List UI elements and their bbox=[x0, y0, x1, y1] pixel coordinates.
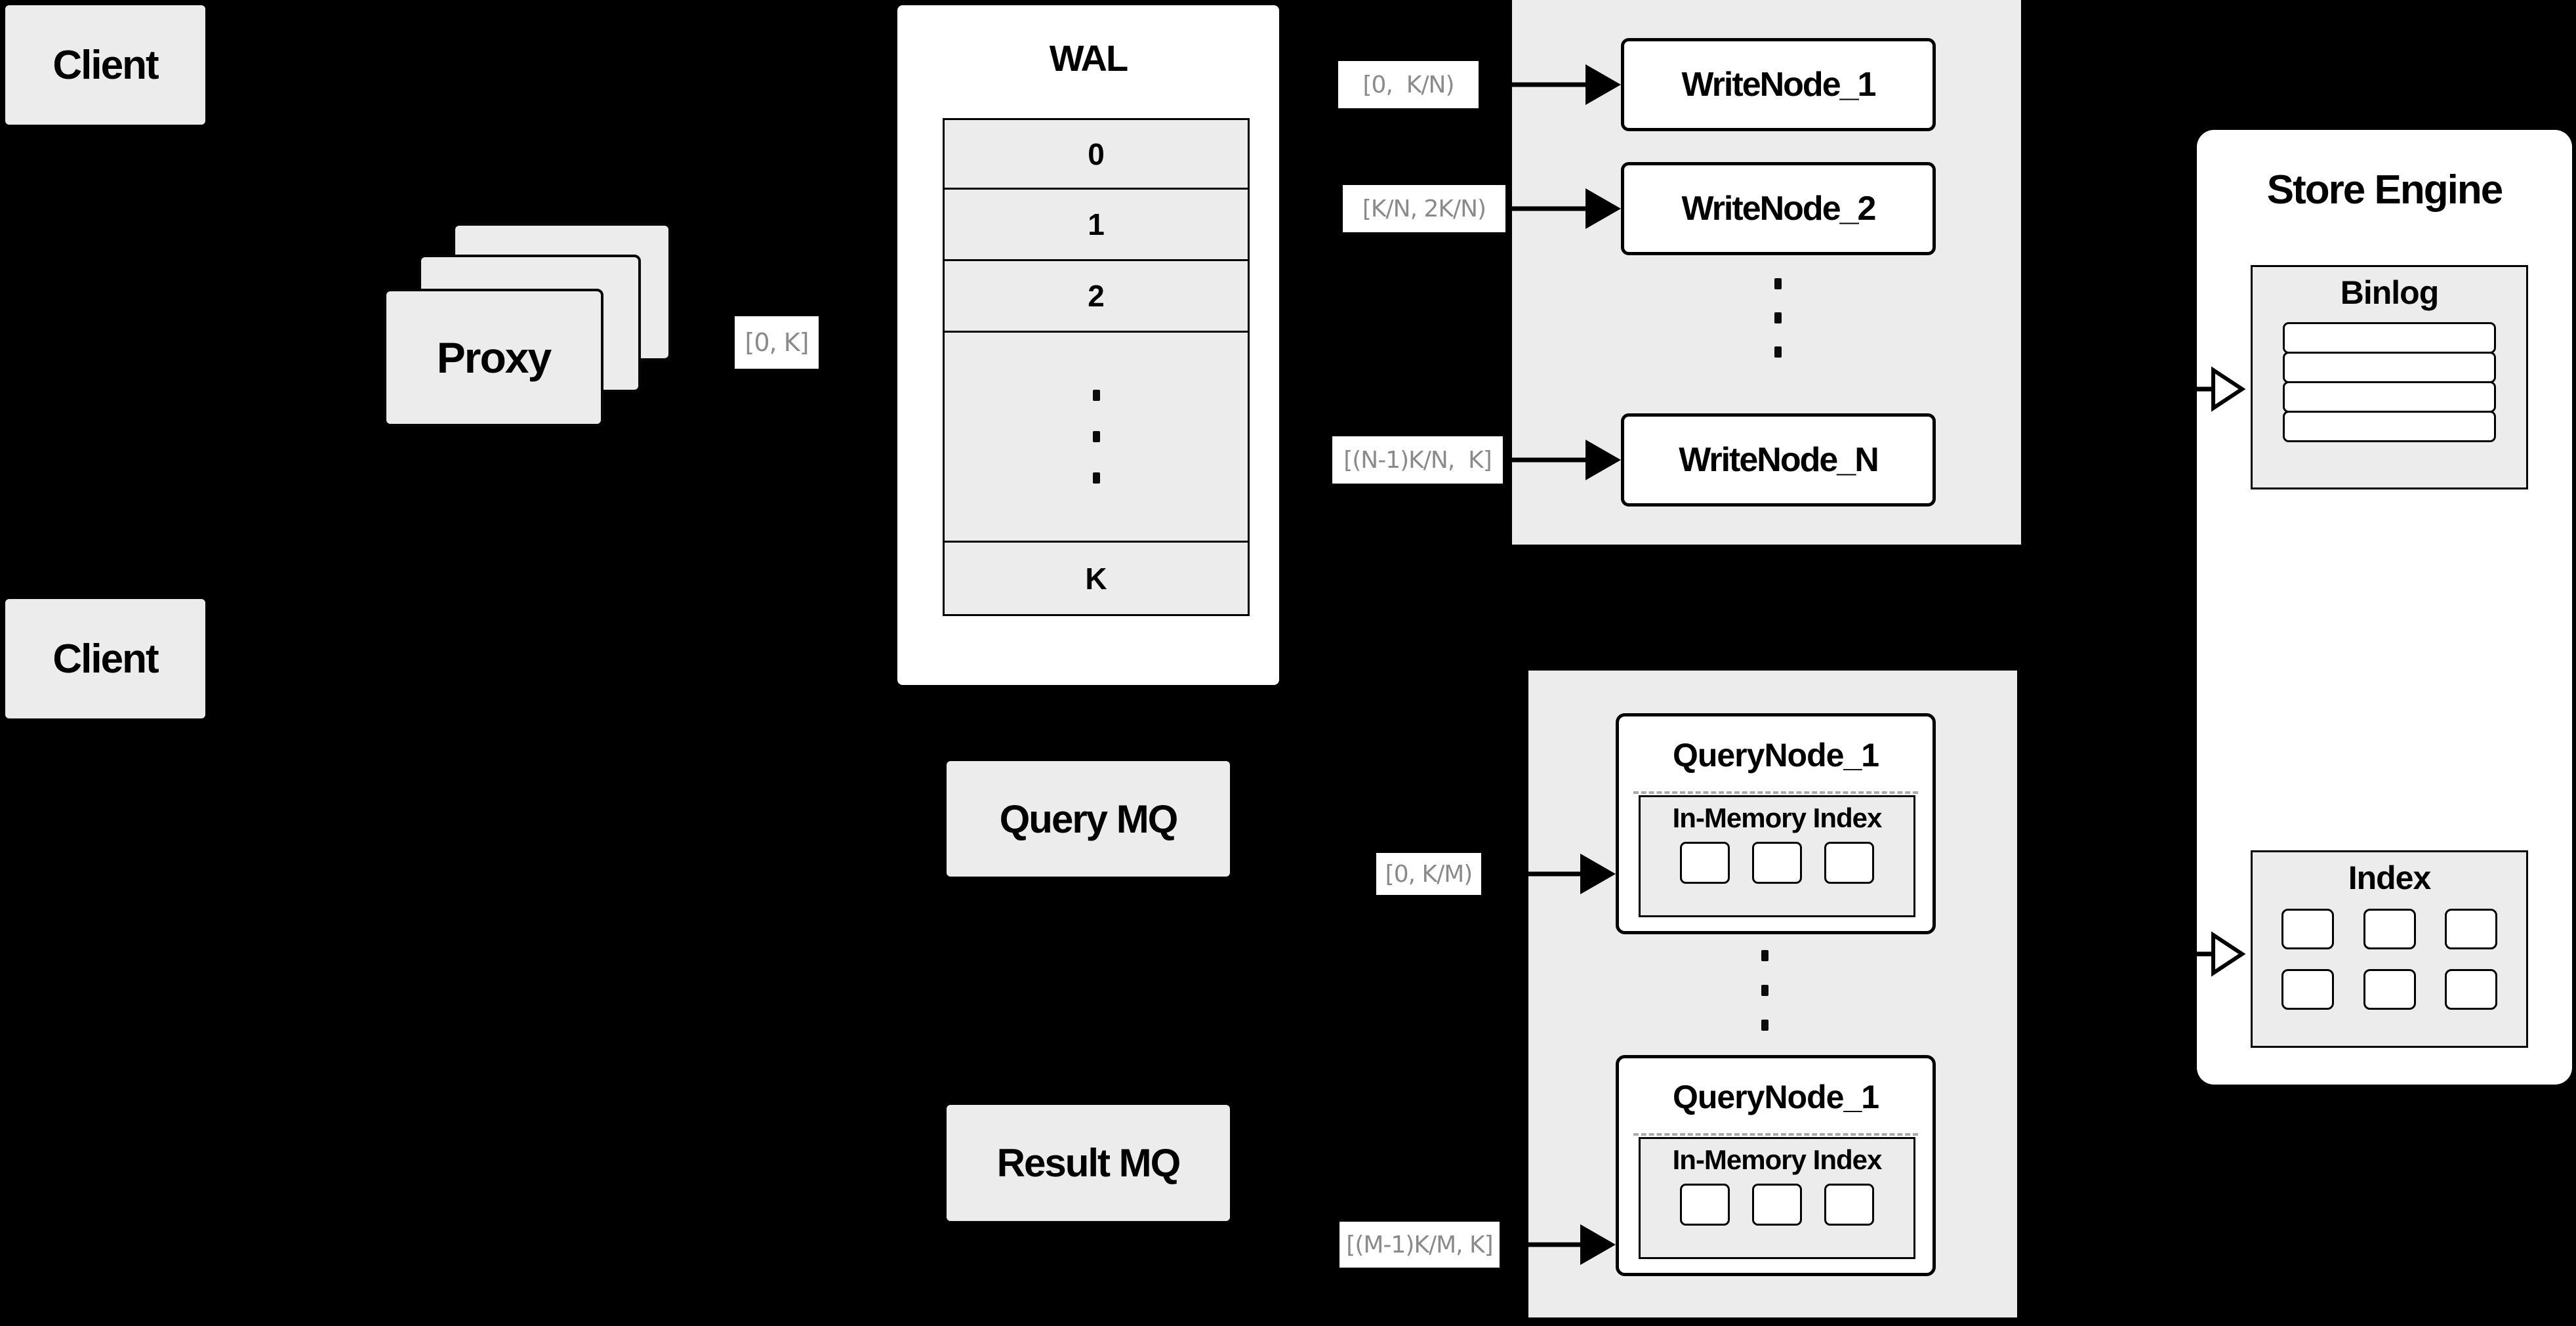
client-top-box: Client bbox=[5, 5, 205, 125]
inmemory-index-box-bottom: In-Memory Index bbox=[1639, 1137, 1915, 1259]
segment-cell bbox=[1824, 1184, 1874, 1226]
binlog-row bbox=[2283, 411, 2496, 442]
query-node-bottom-title: QueryNode_1 bbox=[1672, 1079, 1879, 1115]
segment-row bbox=[1641, 842, 1913, 884]
edge-label-write-1: [0, K/N) bbox=[1338, 61, 1479, 108]
write-node-1-box: WriteNode_1 bbox=[1621, 38, 1936, 131]
index-cell bbox=[2281, 909, 2335, 949]
binlog-rows bbox=[2253, 322, 2526, 442]
client-bottom-label: Client bbox=[52, 636, 159, 682]
solid-arrow-icon-write-1 bbox=[1479, 64, 1621, 105]
wal-box: WAL 0 1 2 K bbox=[897, 5, 1279, 685]
segment-cell bbox=[1752, 842, 1802, 884]
solid-arrow-icon-query-m bbox=[1500, 1224, 1616, 1265]
result-mq-box: Result MQ bbox=[947, 1105, 1230, 1221]
wal-row-k: K bbox=[943, 543, 1250, 616]
query-node-top-box: QueryNode_1 In-Memory Index bbox=[1616, 713, 1936, 934]
index-box: Index bbox=[2251, 850, 2528, 1048]
wal-row-ellipsis bbox=[943, 333, 1250, 543]
edge-label-proxy-to-wal: [0, K] bbox=[735, 316, 819, 369]
wal-table: 0 1 2 K bbox=[943, 118, 1250, 616]
binlog-row bbox=[2283, 352, 2496, 383]
client-bottom-box: Client bbox=[5, 599, 205, 718]
query-mq-box: Query MQ bbox=[947, 761, 1230, 877]
solid-arrow-icon-query-1 bbox=[1481, 854, 1616, 894]
proxy-label: Proxy bbox=[436, 333, 552, 382]
query-node-top-title: QueryNode_1 bbox=[1672, 737, 1879, 774]
segment-cell bbox=[1680, 842, 1730, 884]
wal-title: WAL bbox=[1049, 37, 1128, 79]
segment-cell bbox=[1824, 842, 1874, 884]
hollow-arrow-icon-binlog bbox=[2183, 366, 2246, 412]
index-cell bbox=[2363, 909, 2416, 949]
edge-label-query-1: [0, K/M) bbox=[1376, 853, 1481, 895]
write-node-2-box: WriteNode_2 bbox=[1621, 162, 1936, 255]
index-title: Index bbox=[2348, 860, 2432, 896]
hollow-arrow-icon-index bbox=[2183, 931, 2246, 977]
inmemory-index-title: In-Memory Index bbox=[1672, 802, 1883, 833]
dashed-separator bbox=[1633, 791, 1918, 794]
binlog-row bbox=[2283, 322, 2496, 354]
dashed-separator bbox=[1633, 1133, 1918, 1136]
store-engine-title: Store Engine bbox=[2266, 167, 2503, 213]
binlog-row bbox=[2283, 381, 2496, 413]
segment-row bbox=[1641, 1184, 1913, 1226]
wal-row-1: 1 bbox=[943, 190, 1250, 261]
edge-label-query-m: [(M-1)K/M, K] bbox=[1339, 1222, 1500, 1268]
index-cell bbox=[2363, 969, 2416, 1010]
inmemory-index-box-top: In-Memory Index bbox=[1639, 795, 1915, 917]
edge-label-write-n: [(N-1)K/N, K] bbox=[1332, 436, 1503, 484]
inmemory-index-title: In-Memory Index bbox=[1672, 1144, 1883, 1175]
index-cell-row bbox=[2253, 909, 2526, 949]
index-cell bbox=[2281, 969, 2335, 1010]
index-cell bbox=[2444, 969, 2497, 1010]
binlog-title: Binlog bbox=[2340, 274, 2440, 311]
write-ellipsis-icon bbox=[1774, 278, 1782, 358]
wal-row-2: 2 bbox=[943, 261, 1250, 333]
segment-cell bbox=[1752, 1184, 1802, 1226]
binlog-box: Binlog bbox=[2251, 265, 2528, 489]
solid-arrow-icon-write-2 bbox=[1505, 188, 1621, 229]
index-cell bbox=[2444, 909, 2497, 949]
client-top-label: Client bbox=[52, 42, 159, 88]
query-node-bottom-box: QueryNode_1 In-Memory Index bbox=[1616, 1055, 1936, 1276]
segment-cell bbox=[1680, 1184, 1730, 1226]
store-engine-box: Store Engine Binlog Index bbox=[2197, 130, 2572, 1085]
write-node-n-box: WriteNode_N bbox=[1621, 413, 1936, 507]
index-cell-row bbox=[2253, 969, 2526, 1010]
solid-arrow-icon-write-n bbox=[1503, 440, 1621, 480]
proxy-box: Proxy bbox=[384, 289, 603, 426]
query-ellipsis-icon bbox=[1761, 950, 1768, 1031]
edge-label-write-2: [K/N, 2K/N) bbox=[1343, 185, 1505, 232]
ellipsis-icon bbox=[1092, 390, 1100, 484]
wal-row-0: 0 bbox=[943, 118, 1250, 190]
